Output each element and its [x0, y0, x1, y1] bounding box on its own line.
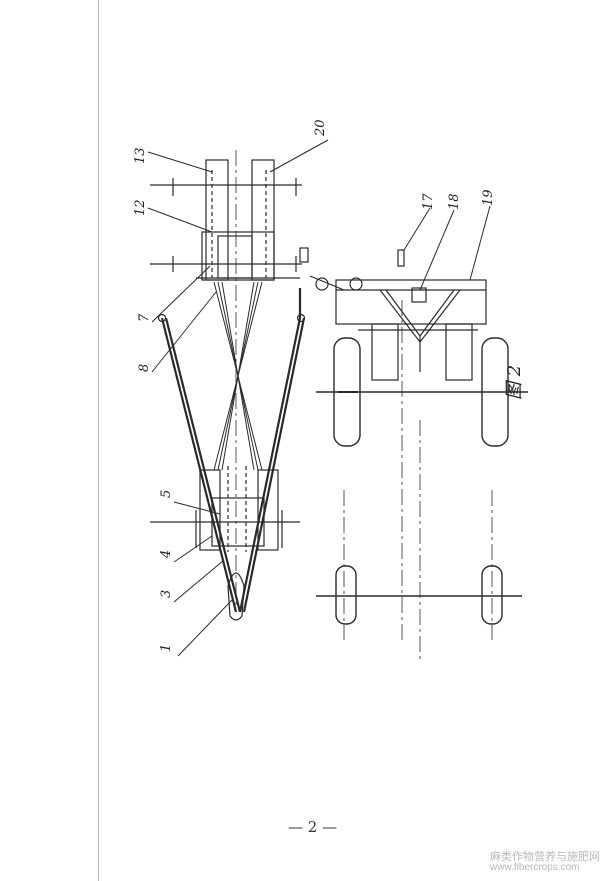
watermark-url: www.fibercrops.com: [490, 862, 580, 873]
tractor-frame: [299, 247, 487, 381]
belts: [213, 281, 263, 471]
label-5: 5: [159, 490, 174, 498]
page-border-line: [98, 0, 99, 881]
label-7: 7: [137, 313, 152, 322]
label-1: 1: [159, 644, 174, 652]
stay-pivot-right: [296, 313, 306, 323]
part-labels: 1 3 4 5 8 7 12 13 20 17 18 19 图 2: [133, 119, 525, 652]
page-number: — 2 —: [288, 818, 338, 836]
nose-tip: [227, 572, 245, 621]
label-20: 20: [313, 119, 328, 137]
figure-caption: 图 2: [504, 365, 525, 400]
label-8: 8: [137, 364, 152, 372]
label-17: 17: [421, 193, 436, 210]
pulley-1: [315, 277, 329, 291]
leader-lines: [147, 139, 491, 657]
label-18: 18: [447, 193, 462, 210]
label-4: 4: [159, 550, 174, 559]
label-19: 19: [481, 189, 496, 206]
label-3: 3: [159, 590, 174, 598]
lower-frame: [150, 466, 300, 552]
upper-frame: [150, 159, 302, 281]
label-13: 13: [133, 147, 148, 164]
stay-rods: [160, 288, 306, 613]
watermark-chinese: 麻类作物营养与施肥网: [490, 851, 600, 863]
label-12: 12: [133, 199, 148, 216]
stay-pivot-left: [157, 313, 167, 323]
pulley-2: [349, 277, 363, 291]
wheels: [316, 337, 528, 625]
center-lines: [235, 150, 493, 660]
